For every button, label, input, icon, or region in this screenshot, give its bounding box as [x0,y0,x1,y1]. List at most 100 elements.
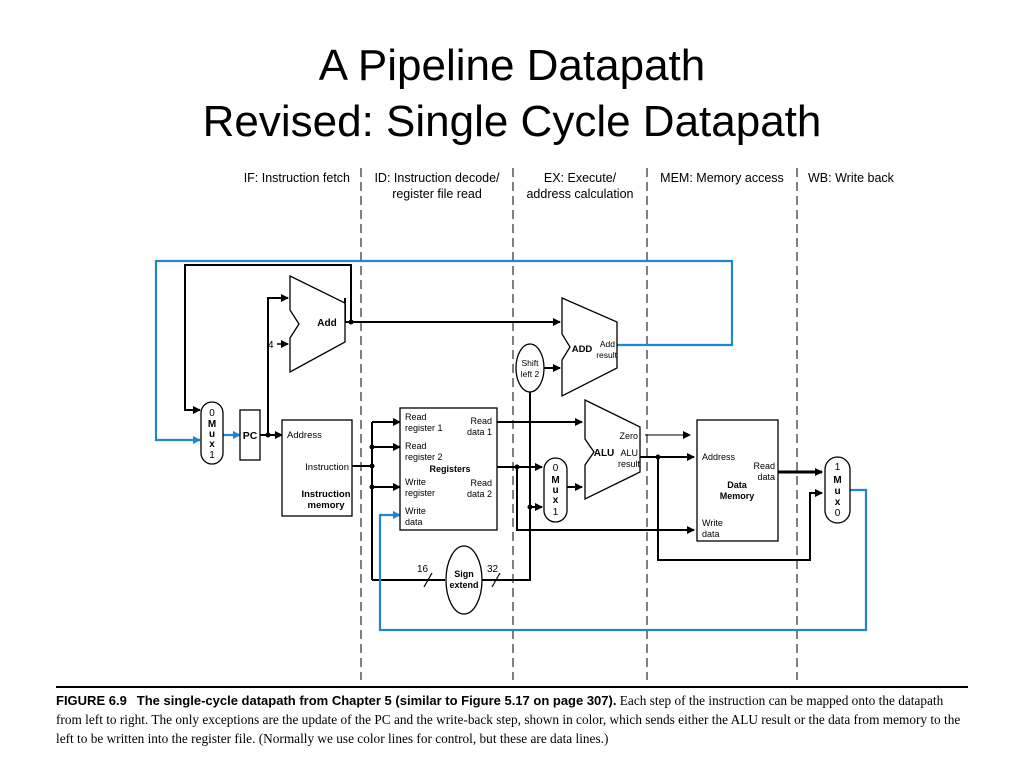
data-memory: Address Read data Data Memory Write data [696,419,779,542]
imem-name-line2: memory [308,500,346,511]
mux-letter: M [551,475,559,486]
stage-label-id-line1: ID: Instruction decode/ [374,171,500,185]
title-line-1: A Pipeline Datapath [318,41,706,90]
sign-extend: Sign extend [445,545,483,615]
stage-label-id-line2: register file read [392,187,482,201]
alu-zero-label: Zero [619,431,638,441]
dmem-write-label: Write [702,518,723,528]
dmem-name-label: Data [727,480,748,490]
reg-read1-label: Read [405,412,427,422]
reg-write-label: register [405,488,435,498]
stage-label-ex-line2: address calculation [526,187,633,201]
junction [348,319,354,325]
reg-rdata2-label: data 2 [467,489,492,499]
junction [655,454,661,460]
alu-result-label: result [618,459,641,469]
mux-port-0: 0 [209,408,215,419]
if-mux: 0 M u x 1 [200,401,224,465]
dmem-read-label: data [757,472,775,482]
stage-label-ex-line1: EX: Execute/ [544,171,617,185]
junction [369,484,375,490]
datapath-diagram: IF: Instruction fetch ID: Instruction de… [40,152,984,682]
reg-rdata2-label: Read [470,478,492,488]
writeback-lines [154,259,868,632]
alu: ALU Zero ALU result [584,398,641,501]
wire-pc-plus4-to-mux [184,264,352,414]
branch-adder-label: ADD [572,344,593,355]
mux-letter: M [208,419,216,430]
junction [527,504,533,510]
figure-label: FIGURE 6.9 [56,693,127,708]
mux-port-0: 0 [835,508,841,519]
alu-result-label: ALU [620,448,638,458]
bits-16-label: 16 [417,564,429,575]
mux-port-1: 1 [209,450,215,461]
wire-alu-bypass-to-wb-mux [657,457,823,561]
figure-title: The single-cycle datapath from Chapter 5… [136,693,617,708]
mux-port-1: 1 [835,462,841,473]
wire-pc-to-add [267,294,289,435]
junction [369,463,375,469]
mux-letter: M [833,475,841,486]
register-file: Read register 1 Read register 2 Write re… [399,407,498,531]
mux-letter: u [209,429,215,440]
junction [265,432,271,438]
reg-write-label: Write [405,477,426,487]
stage-label-wb: WB: Write back [808,171,895,185]
stage-label-if: IF: Instruction fetch [244,171,350,185]
bus-slash [423,572,433,588]
reg-rdata1-label: Read [470,416,492,426]
wb-mux: 1 M u x 0 [824,456,851,524]
pc-register: PC [239,409,261,461]
mux-letter: x [209,439,215,450]
alu-label: ALU [594,448,615,459]
shift-left-2: Shift left 2 [515,343,545,393]
wire-wb-mux-to-write-data [378,488,868,632]
reg-read1-label: register 1 [405,423,443,433]
wire-read-data2-to-dmem [516,467,695,534]
stage-labels: IF: Instruction fetch ID: Instruction de… [244,171,895,201]
dmem-address-label: Address [702,452,736,462]
mux-port-0: 0 [553,463,559,474]
bus-slash [491,572,501,588]
dmem-write-label: data [702,529,720,539]
imem-instruction-label: Instruction [305,462,349,473]
imem-address-label: Address [287,430,322,441]
figure-body: Each step of the instruction can be mapp… [56,693,961,746]
title-line-2: Revised: Single Cycle Datapath [202,97,822,146]
dmem-read-label: Read [753,461,775,471]
add-result-label: result [596,350,617,360]
sign-extend-label: extend [449,580,478,590]
add-result-label: Add [600,339,615,349]
shift-label: left 2 [521,369,540,379]
junctions [265,319,661,510]
dmem-name-label: Memory [720,491,755,501]
reg-rdata1-label: data 1 [467,427,492,437]
junction [514,464,520,470]
pc-adder: Add [289,274,346,374]
reg-wdata-label: Write [405,506,426,516]
mux-letter: u [552,485,558,496]
add-label: Add [317,318,336,329]
imem-name-line1: Instruction [301,489,350,500]
slide-title: A Pipeline Datapath Revised: Single Cycl… [0,38,1024,150]
wire-sign-extend-out [482,390,531,581]
mux-letter: x [553,495,559,506]
constant-four-label: 4 [268,340,274,351]
mux-letter: u [834,486,840,497]
sign-extend-label: Sign [454,569,474,579]
mux-port-1: 1 [553,507,559,518]
stage-label-mem: MEM: Memory access [660,171,784,185]
pc-label: PC [243,430,258,442]
stage-dividers [360,168,798,680]
reg-read2-label: Read [405,441,427,451]
junction [369,444,375,450]
bits-32-label: 32 [487,564,499,575]
figure-caption: FIGURE 6.9 The single-cycle datapath fro… [56,686,968,748]
branch-adder: ADD Add result [561,297,618,398]
mux-letter: x [835,497,841,508]
figure-background [40,152,984,682]
wire-branch-target-to-pc-mux [154,259,734,444]
reg-wdata-label: data [405,517,423,527]
shift-label: Shift [521,358,539,368]
